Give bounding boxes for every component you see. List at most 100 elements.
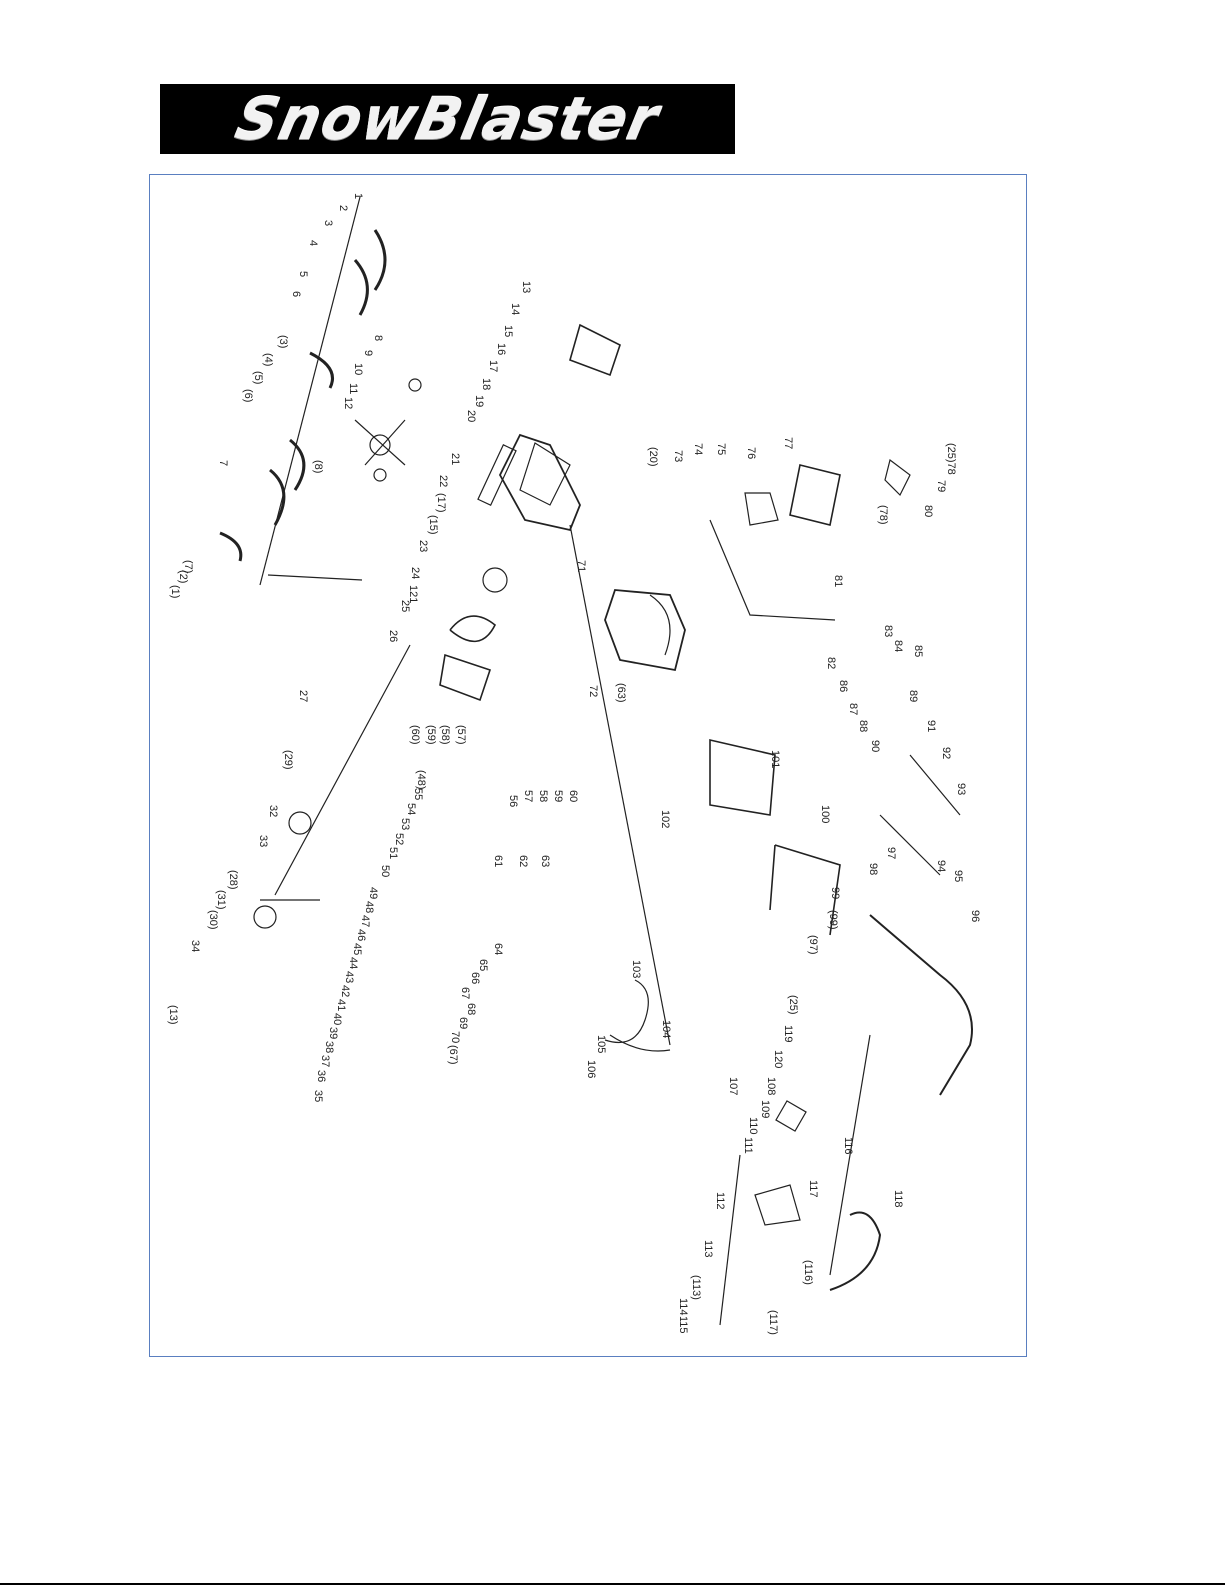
label-21: 21 — [449, 453, 461, 465]
label-80: 80 — [922, 505, 934, 517]
callout-57: (57) — [455, 725, 467, 745]
label-93: 93 — [955, 783, 967, 795]
leader-auger-upper — [259, 196, 361, 586]
label-13: 13 — [520, 281, 532, 293]
label-117: 117 — [807, 1180, 819, 1198]
label-20: 20 — [465, 410, 477, 422]
label-58: 58 — [537, 790, 549, 802]
label-38: 38 — [323, 1041, 335, 1053]
label-33: 33 — [257, 835, 269, 847]
label-63: 63 — [539, 855, 551, 867]
exploded-parts-diagram: 1 2 3 4 5 6 7 8 9 10 11 12 13 14 15 16 1… — [149, 174, 1027, 1357]
label-92: 92 — [940, 747, 952, 759]
label-22: 22 — [437, 475, 449, 487]
callout-30: (30) — [207, 910, 219, 930]
label-113: 113 — [702, 1240, 714, 1258]
label-60: 60 — [567, 790, 579, 802]
gear-washer — [408, 378, 422, 392]
label-77: 77 — [782, 437, 794, 449]
gear-washer-2 — [373, 468, 387, 482]
label-18: 18 — [480, 378, 492, 390]
chute-deflector — [884, 458, 911, 497]
label-91: 91 — [925, 720, 937, 732]
label-86: 86 — [837, 680, 849, 692]
label-37: 37 — [319, 1055, 331, 1067]
label-65: 65 — [477, 959, 489, 971]
brand-logo: SnowBlaster — [160, 84, 735, 154]
callout-20: (20) — [647, 447, 659, 467]
label-76: 76 — [745, 447, 757, 459]
label-90: 90 — [869, 740, 881, 752]
label-34: 34 — [189, 940, 201, 952]
label-64: 64 — [492, 943, 504, 955]
callout-48: (48) — [415, 770, 427, 790]
side-plate-left — [439, 653, 492, 702]
label-41: 41 — [335, 999, 347, 1011]
label-74: 74 — [692, 443, 704, 455]
label-73: 73 — [672, 450, 684, 462]
label-106: 106 — [585, 1060, 597, 1078]
label-107: 107 — [727, 1077, 739, 1095]
label-27: 27 — [297, 690, 309, 702]
label-72: 72 — [587, 685, 599, 697]
label-3: 3 — [322, 220, 334, 226]
callout-29: (29) — [282, 750, 294, 770]
label-32: 32 — [267, 805, 279, 817]
auger-blade-5 — [269, 468, 286, 526]
callout-25: (25) — [787, 995, 799, 1015]
chute-base — [744, 492, 779, 526]
label-11: 11 — [347, 383, 359, 394]
logo-text: SnowBlaster — [229, 85, 666, 153]
wheel-left-2 — [253, 905, 277, 929]
label-39: 39 — [327, 1027, 339, 1039]
auger-blade-3 — [309, 351, 334, 389]
label-42: 42 — [339, 985, 351, 997]
label-55: 55 — [412, 788, 424, 800]
label-4: 4 — [307, 240, 319, 246]
label-95: 95 — [952, 870, 964, 882]
label-98: 98 — [867, 863, 879, 875]
main-handle-tube — [869, 914, 973, 1096]
label-88: 88 — [857, 720, 869, 732]
label-26: 26 — [387, 630, 399, 642]
label-46: 46 — [355, 929, 367, 941]
scraper-bar — [477, 444, 517, 506]
label-102: 102 — [659, 810, 671, 828]
switch-box — [754, 1184, 801, 1226]
label-112: 112 — [714, 1192, 726, 1210]
label-78: (25)78 — [945, 443, 957, 475]
label-71: 71 — [575, 560, 587, 572]
drive-belt — [449, 615, 497, 643]
callout-6: (6) — [242, 389, 254, 402]
auger-blade-2 — [353, 259, 369, 316]
label-116: 116 — [842, 1137, 854, 1155]
auger-blade-1 — [373, 229, 387, 291]
label-61: 61 — [492, 855, 504, 867]
leader-bail — [829, 1034, 871, 1276]
label-25: 25 — [399, 600, 411, 612]
label-8: 8 — [372, 335, 384, 341]
label-104: 104 — [660, 1020, 672, 1038]
label-59: 59 — [552, 790, 564, 802]
label-47: 47 — [359, 915, 371, 927]
label-62: 62 — [517, 855, 529, 867]
label-48: 48 — [363, 901, 375, 913]
wheel-left-1 — [288, 811, 312, 835]
control-panel — [775, 1100, 807, 1132]
label-120: 120 — [772, 1050, 784, 1068]
label-111: 111 — [742, 1137, 754, 1154]
callout-2: (2) — [177, 570, 189, 583]
page-bottom-rule — [0, 1583, 1225, 1585]
label-67: 67 — [459, 987, 471, 999]
leader-switch-column — [719, 1154, 741, 1326]
leader-chute — [709, 519, 836, 621]
label-54: 54 — [405, 803, 417, 815]
engine-body — [604, 589, 686, 672]
callout-67: (67) — [447, 1045, 459, 1065]
label-96: 96 — [969, 910, 981, 922]
label-114: 114 — [677, 1298, 689, 1316]
label-44: 44 — [347, 957, 359, 969]
label-70: 70 — [449, 1031, 461, 1043]
chute-crank-rod — [879, 754, 961, 876]
label-40: 40 — [331, 1013, 343, 1025]
